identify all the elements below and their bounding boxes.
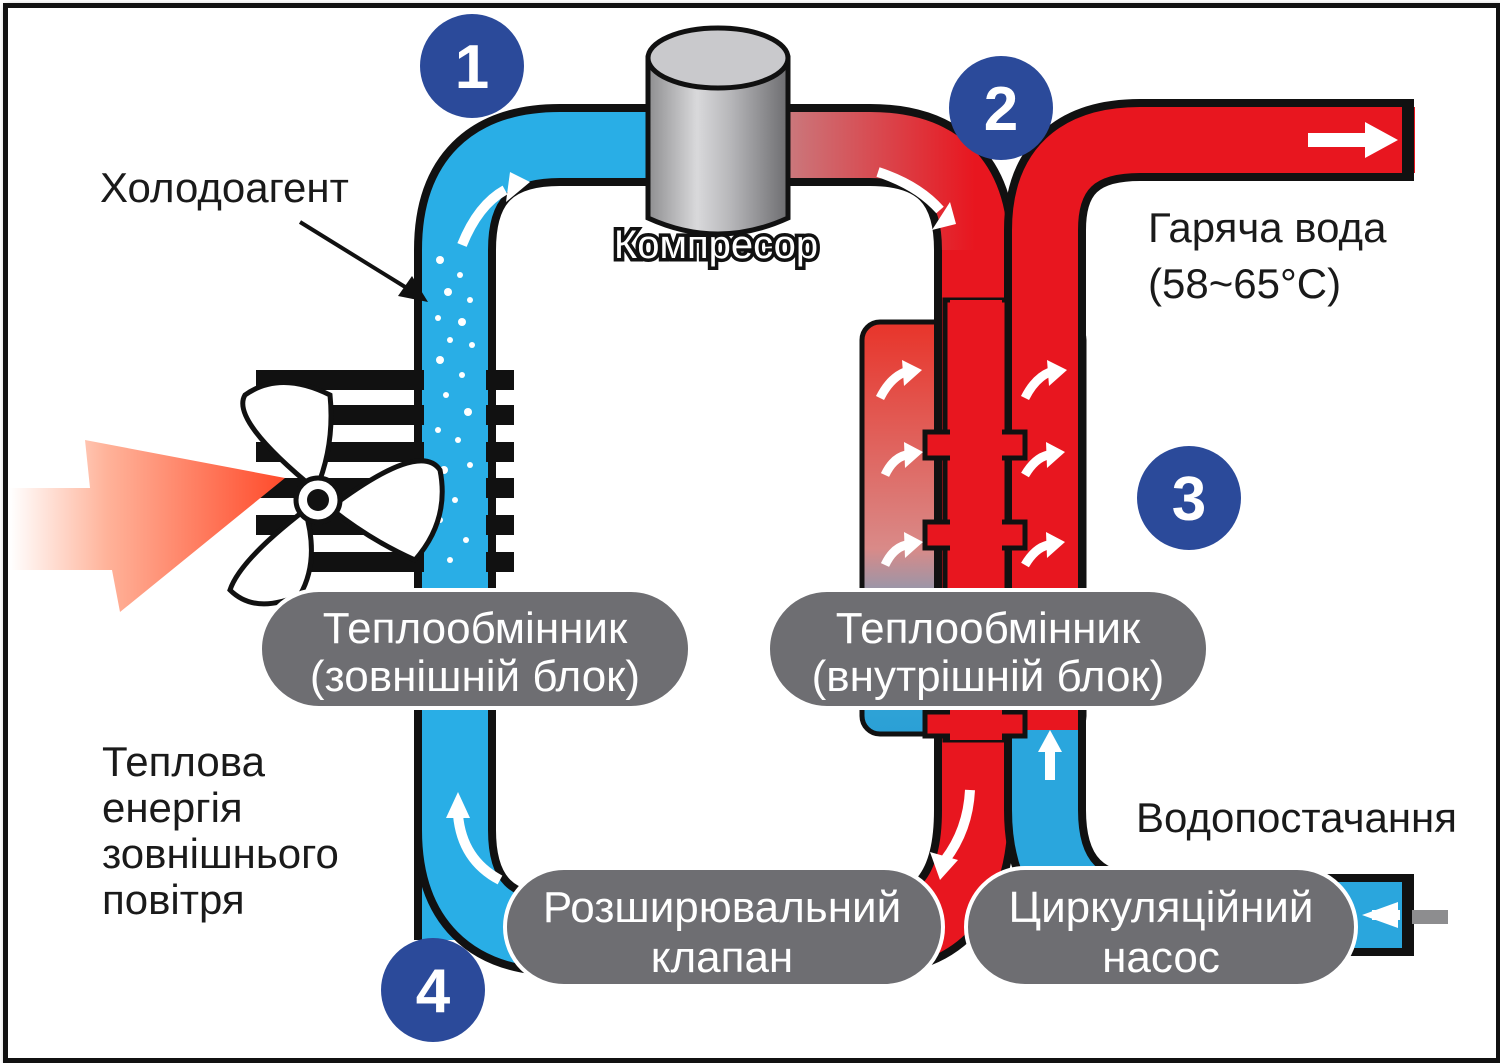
svg-text:насос: насос — [1102, 933, 1220, 982]
svg-text:Теплообмінник: Теплообмінник — [323, 604, 628, 653]
fan-icon — [227, 380, 445, 607]
refrigerant-pointer — [298, 220, 428, 302]
svg-text:зовнішнього: зовнішнього — [102, 830, 339, 877]
svg-text:Циркуляційний: Циркуляційний — [1009, 883, 1314, 932]
outdoor-heat-label: Теплова енергія зовнішнього повітря — [102, 738, 339, 923]
indoor-exchanger-label: Теплообмінник (внутрішній блок) — [766, 588, 1210, 710]
hot-water-temp: (58~65°C) — [1148, 260, 1341, 307]
svg-text:Розширювальний: Розширювальний — [543, 883, 901, 932]
svg-text:повітря: повітря — [102, 876, 245, 923]
svg-text:клапан: клапан — [651, 933, 793, 982]
svg-text:енергія: енергія — [102, 784, 243, 831]
svg-text:1: 1 — [455, 33, 489, 102]
svg-text:Теплова: Теплова — [102, 738, 266, 785]
svg-text:3: 3 — [1172, 465, 1206, 534]
circulation-pump-label: Циркуляційний насос — [964, 866, 1358, 988]
svg-text:Компресор: Компресор — [614, 223, 818, 267]
svg-text:4: 4 — [416, 957, 451, 1026]
heat-arrow-icon — [10, 440, 285, 612]
step-badge-3: 3 — [1137, 446, 1241, 550]
step-badge-4: 4 — [381, 938, 485, 1042]
refrigerant-bubbles — [435, 256, 475, 563]
svg-text:2: 2 — [984, 75, 1018, 144]
step-badge-2: 2 — [949, 56, 1053, 160]
step-badge-1: 1 — [420, 14, 524, 118]
hot-water-pipe — [1004, 99, 1415, 740]
outdoor-exchanger-fins — [256, 360, 514, 585]
compressor — [645, 25, 791, 237]
expansion-valve-label: Розширювальний клапан — [503, 866, 945, 988]
flow-arrow-icon — [446, 122, 1400, 928]
outdoor-exchanger-label: Теплообмінник (зовнішній блок) — [258, 588, 692, 710]
hot-water-label: Гаряча вода — [1148, 204, 1387, 251]
refrigerant-label: Холодоагент — [100, 164, 349, 211]
svg-text:Теплообмінник: Теплообмінник — [836, 604, 1141, 653]
svg-text:(зовнішній блок): (зовнішній блок) — [310, 652, 640, 701]
compressor-label: Компресор — [610, 220, 821, 271]
water-supply-label: Водопостачання — [1136, 794, 1457, 841]
svg-text:(внутрішній блок): (внутрішній блок) — [812, 652, 1165, 701]
